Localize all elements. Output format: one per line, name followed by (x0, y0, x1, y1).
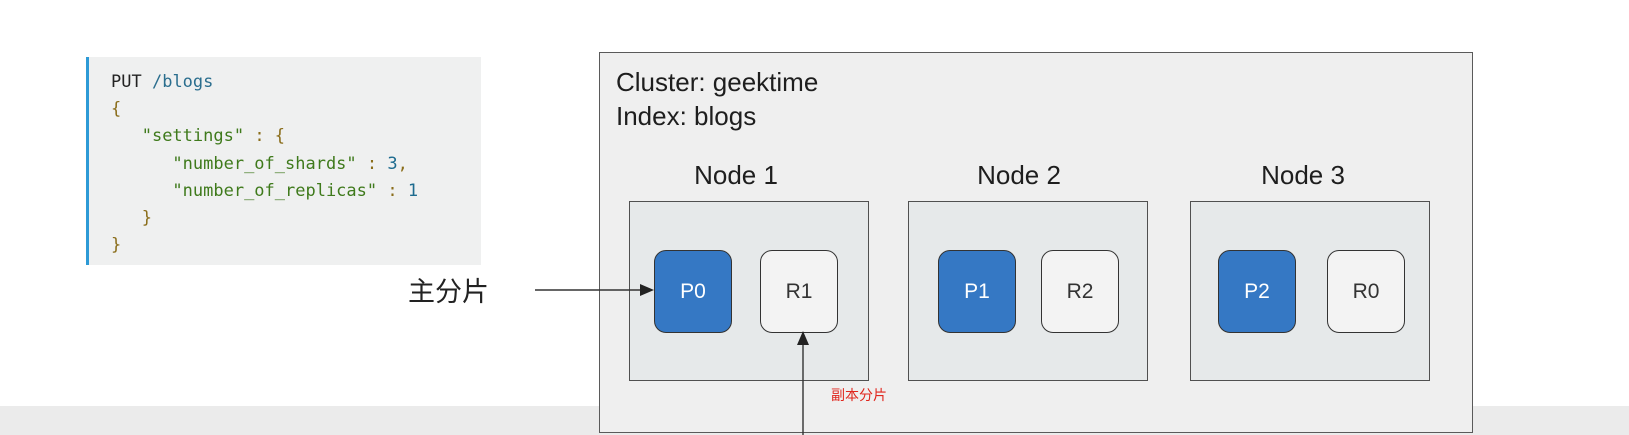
node-1-box: P0 R1 (629, 201, 869, 381)
node-3-label: Node 3 (1261, 160, 1345, 190)
shards-value: 3 (387, 153, 398, 174)
cluster-box: Cluster: geektime Index: blogs Node 1 P0… (599, 52, 1473, 433)
primary-shard-label: 主分片 (408, 277, 489, 308)
cluster-index: Index: blogs (616, 101, 757, 131)
replica-shard-label: 副本分片 (831, 388, 887, 404)
node-2-label: Node 2 (977, 160, 1061, 190)
primary-arrow-head (640, 284, 654, 296)
replicas-sep: : (377, 180, 408, 201)
shard-p0: P0 (654, 250, 732, 333)
node-1-label: Node 1 (694, 160, 778, 190)
code-line-6: } (111, 205, 481, 232)
replicas-key: "number_of_replicas" (172, 180, 378, 201)
shard-r2: R2 (1041, 250, 1119, 333)
code-line-3: "settings" : { (111, 123, 481, 150)
code-line-5: "number_of_replicas" : 1 (111, 178, 481, 205)
shard-r0: R0 (1327, 250, 1405, 333)
code-line-1: PUT /blogs (111, 69, 481, 96)
settings-close: } (141, 207, 152, 228)
shard-r1: R1 (760, 250, 838, 333)
code-line-7: } (111, 232, 481, 259)
settings-key: "settings" (141, 126, 245, 147)
settings-open: : { (244, 126, 286, 147)
shards-sep: : (356, 153, 388, 174)
replicas-value: 1 (407, 180, 419, 201)
node-2-box: P1 R2 (908, 201, 1148, 381)
shards-comma: , (397, 153, 408, 174)
code-line-4: "number_of_shards" : 3, (111, 151, 481, 178)
shard-p2: P2 (1218, 250, 1296, 333)
node-3-box: P2 R0 (1190, 201, 1430, 381)
http-method: PUT (111, 72, 142, 92)
shards-key: "number_of_shards" (172, 153, 357, 174)
open-brace: { (111, 99, 122, 120)
request-path: /blogs (151, 72, 214, 92)
code-line-2: { (111, 96, 481, 123)
cluster-title: Cluster: geektime (616, 67, 819, 97)
code-block: PUT /blogs { "settings" : { "number_of_s… (86, 57, 481, 265)
shard-p1: P1 (938, 250, 1016, 333)
replica-arrow-head (797, 331, 809, 345)
close-brace: } (111, 235, 122, 256)
